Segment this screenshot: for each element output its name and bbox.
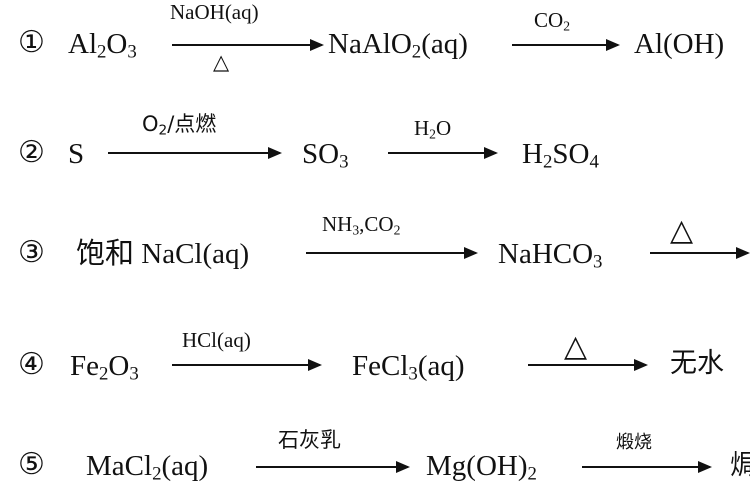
row4-arrow2	[528, 359, 648, 371]
row2-product2: H2SO4	[522, 138, 599, 173]
row1-condition1-bottom: △	[213, 50, 230, 74]
row1-condition1-top: NaOH(aq)	[170, 0, 259, 24]
row3-arrow1	[306, 247, 478, 259]
row5-product1: Mg(OH)2	[426, 450, 537, 485]
row5-product2: 焗	[730, 450, 750, 481]
row3-arrow2	[650, 247, 750, 259]
row5-reactant: MaCl2(aq)	[86, 450, 209, 485]
row4-number: ④	[18, 348, 45, 381]
row4-product2: 无水	[670, 348, 724, 379]
row3-number: ③	[18, 236, 45, 269]
row2-product1: SO3	[302, 138, 349, 173]
row1-arrow2	[512, 39, 620, 51]
row4-condition2-top: △	[564, 330, 588, 363]
row2-reactant: S	[68, 138, 85, 170]
row3-product1: NaHCO3	[498, 238, 603, 273]
row1-number: ①	[18, 26, 45, 59]
row5-condition2-top: 煅烧	[616, 432, 652, 453]
row3-reactant: 饱和 NaCl(aq)	[76, 238, 250, 270]
row2-condition1-top: O2/点燃	[142, 112, 217, 139]
row3-condition1-top: NH3,CO2	[322, 212, 401, 238]
row1-condition2-top: CO2	[534, 8, 571, 34]
row1-product1: NaAlO2(aq)	[328, 28, 468, 63]
row2-arrow1	[108, 147, 282, 159]
row5-condition1-top: 石灰乳	[278, 428, 341, 452]
row5-number: ⑤	[18, 448, 45, 481]
row3-condition2-top: △	[670, 214, 694, 247]
row2-condition2-top: H2O	[414, 116, 452, 142]
row4-product1: FeCl3(aq)	[352, 350, 465, 385]
row5-arrow1	[256, 461, 410, 473]
row2-arrow2	[388, 147, 498, 159]
row5-arrow2	[582, 461, 712, 473]
row1-reactant: Al2O3	[68, 28, 137, 63]
row1-arrow1	[172, 39, 324, 51]
row4-arrow1	[172, 359, 322, 371]
row1-product2: Al(OH)	[634, 28, 725, 60]
row4-condition1-top: HCl(aq)	[182, 328, 251, 352]
row2-number: ②	[18, 136, 45, 169]
row4-reactant: Fe2O3	[70, 350, 139, 385]
